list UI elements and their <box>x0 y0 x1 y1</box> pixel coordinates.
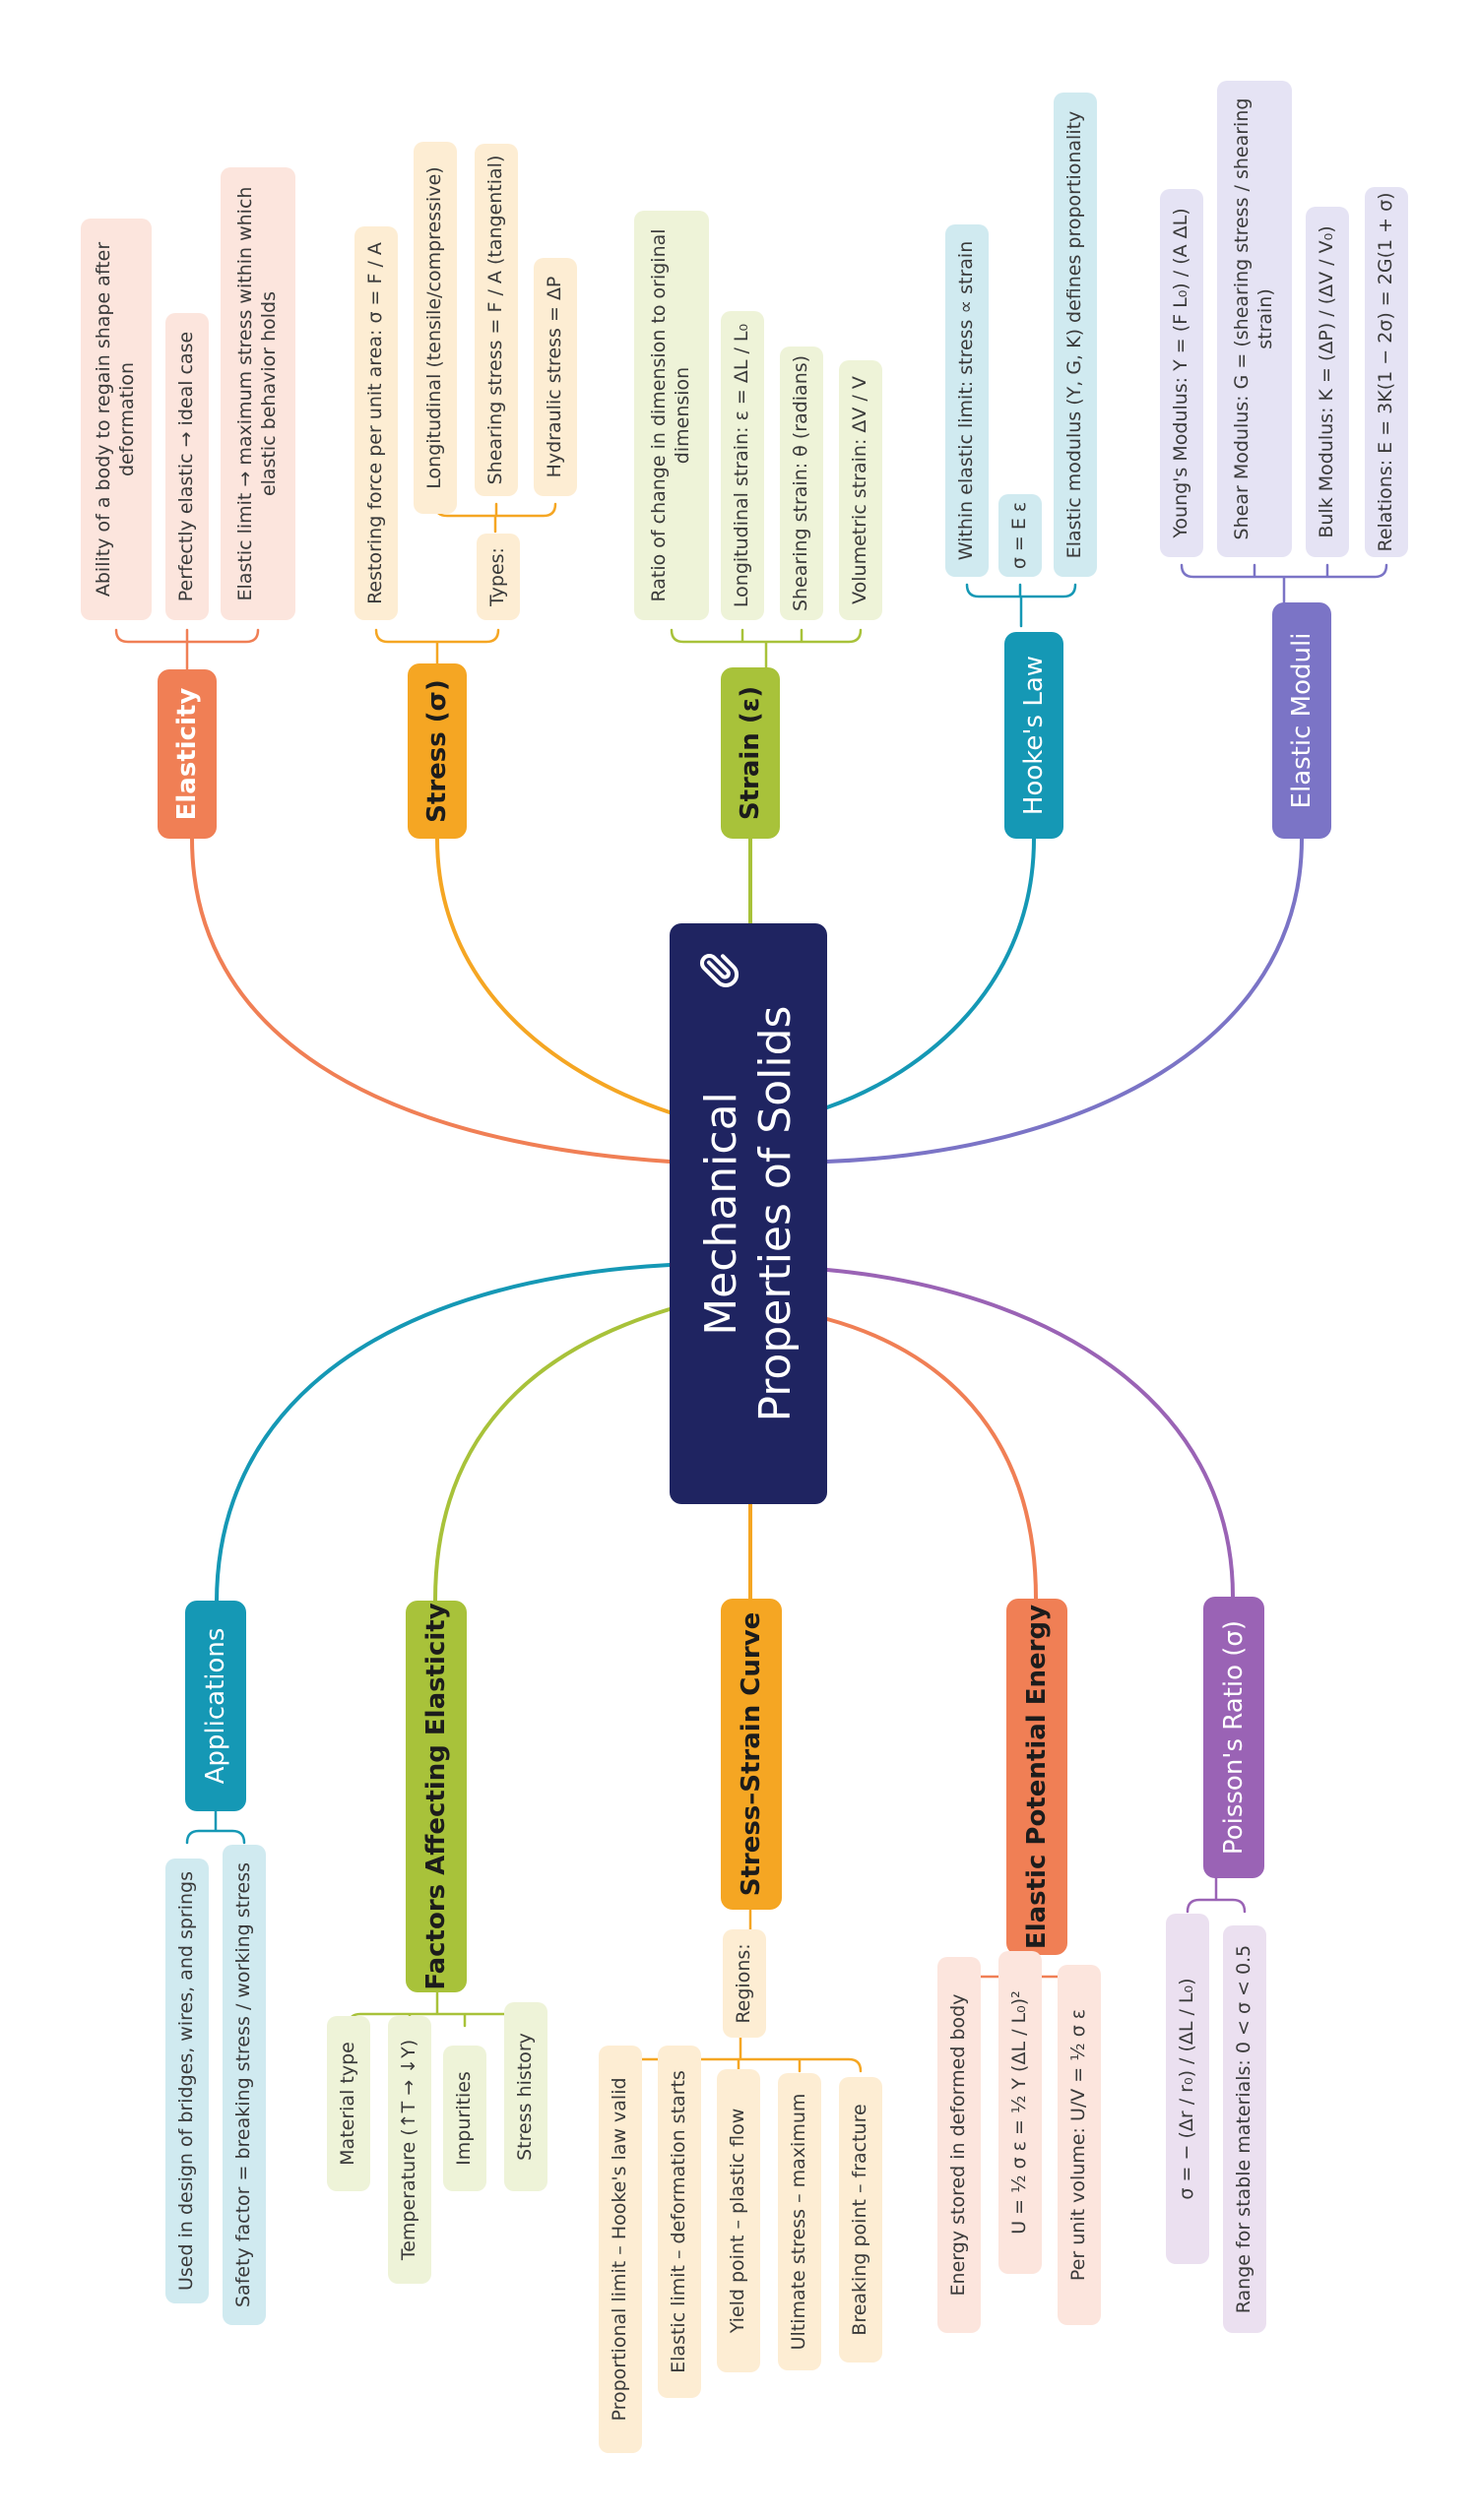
bracket-applications <box>185 1809 246 1845</box>
topic-strain[interactable]: Strain (ε) <box>721 667 780 839</box>
leaf-energy-per-volume: Per unit volume: U/V = ½ σ ε <box>1058 1965 1101 2325</box>
central-topic[interactable]: Mechanical Properties of Solids <box>670 923 827 1504</box>
topic-hookes-law[interactable]: Hooke's Law <box>1004 632 1063 839</box>
connector-stress <box>435 837 672 1114</box>
leaf-elastic-limit-curve: Elastic limit – deformation starts <box>658 2046 701 2398</box>
connector-applications <box>215 1263 672 1605</box>
leaf-elastic-modulus-proportionality: Elastic modulus (Y, G, K) defines propor… <box>1054 93 1097 577</box>
leaf-material-type: Material type <box>327 2016 370 2191</box>
topic-poissons-ratio[interactable]: Poisson's Ratio (σ) <box>1203 1597 1264 1878</box>
leaf-volumetric-strain: Volumetric strain: ΔV / V <box>839 360 882 620</box>
topic-stress-strain-curve[interactable]: Stress–Strain Curve <box>721 1599 782 1910</box>
central-title-line1: Mechanical <box>696 1092 746 1336</box>
leaf-yield-point: Yield point – plastic flow <box>717 2069 760 2372</box>
leaf-longitudinal-stress: Longitudinal (tensile/compressive) <box>414 142 457 514</box>
leaf-temperature: Temperature (↑T → ↓Y) <box>388 2016 431 2284</box>
leaf-perfectly-elastic: Perfectly elastic → ideal case <box>165 313 209 620</box>
leaf-poisson-definition: σ = − (Δr / r₀) / (ΔL / L₀) <box>1166 1914 1209 2264</box>
connector-hookes <box>825 837 1036 1109</box>
topic-applications[interactable]: Applications <box>185 1601 246 1811</box>
connector-elasticity <box>190 837 672 1164</box>
topic-elasticity[interactable]: Elasticity <box>158 669 217 839</box>
leaf-applications-design: Used in design of bridges, wires, and sp… <box>165 1858 209 2303</box>
central-title-line2: Properties of Solids <box>750 1005 801 1422</box>
connector-factors <box>433 1307 672 1603</box>
leaf-stress-types: Types: <box>477 534 520 620</box>
connector-moduli <box>825 837 1304 1164</box>
leaf-shear-modulus: Shear Modulus: G = (shearing stress / sh… <box>1217 81 1292 557</box>
leaf-hookes-statement: Within elastic limit: stress ∝ strain <box>945 224 989 577</box>
leaf-elasticity-definition: Ability of a body to regain shape after … <box>81 219 152 620</box>
bracket-curve <box>618 2036 863 2073</box>
topic-elastic-moduli[interactable]: Elastic Moduli <box>1272 602 1331 839</box>
leaf-impurities: Impurities <box>443 2046 486 2191</box>
leaf-shearing-stress: Shearing stress = F / A (tangential) <box>475 144 518 496</box>
topic-elastic-potential-energy[interactable]: Elastic Potential Energy <box>1006 1599 1067 1955</box>
leaf-energy-equation: U = ½ σ ε = ½ Y (ΔL / L₀)² <box>998 1951 1042 2274</box>
bracket-elasticity <box>114 628 260 671</box>
leaf-moduli-relations: Relations: E = 3K(1 − 2σ) = 2G(1 + σ) <box>1365 187 1408 557</box>
leaf-ultimate-stress: Ultimate stress – maximum <box>778 2073 821 2370</box>
leaf-energy-stored: Energy stored in deformed body <box>937 1957 981 2333</box>
leaf-hydraulic-stress: Hydraulic stress = ΔP <box>534 258 577 496</box>
leaf-safety-factor: Safety factor = breaking stress / workin… <box>223 1845 266 2325</box>
leaf-elastic-limit: Elastic limit → maximum stress within wh… <box>221 167 295 620</box>
leaf-bulk-modulus: Bulk Modulus: K = (ΔP) / (ΔV / V₀) <box>1306 207 1349 557</box>
connector-poisson <box>825 1268 1235 1599</box>
topic-factors-affecting-elasticity[interactable]: Factors Affecting Elasticity <box>406 1601 467 1992</box>
leaf-shearing-strain: Shearing strain: θ (radians) <box>780 346 823 620</box>
leaf-youngs-modulus: Young's Modulus: Y = (F L₀) / (A ΔL) <box>1160 189 1203 557</box>
leaf-longitudinal-strain: Longitudinal strain: ε = ΔL / L₀ <box>721 311 764 620</box>
leaf-hookes-equation: σ = E ε <box>998 494 1042 577</box>
topic-stress[interactable]: Stress (σ) <box>408 663 467 839</box>
leaf-strain-definition: Ratio of change in dimension to original… <box>634 211 709 620</box>
leaf-stress-definition: Restoring force per unit area: σ = F / A <box>354 226 398 620</box>
bracket-poisson <box>1186 1876 1247 1914</box>
connector-energy <box>825 1317 1038 1601</box>
leaf-stress-history: Stress history <box>504 2002 547 2191</box>
paperclip-icon <box>699 954 740 987</box>
bracket-strain <box>670 628 863 671</box>
bracket-hookes <box>965 583 1077 628</box>
leaf-breaking-point: Breaking point – fracture <box>839 2077 882 2362</box>
bracket-moduli <box>1180 563 1388 606</box>
leaf-curve-regions: Regions: <box>723 1929 766 2038</box>
leaf-proportional-limit: Proportional limit – Hooke's law valid <box>599 2046 642 2453</box>
leaf-poisson-range: Range for stable materials: 0 < σ < 0.5 <box>1223 1925 1266 2333</box>
bracket-factors <box>347 1990 528 2028</box>
